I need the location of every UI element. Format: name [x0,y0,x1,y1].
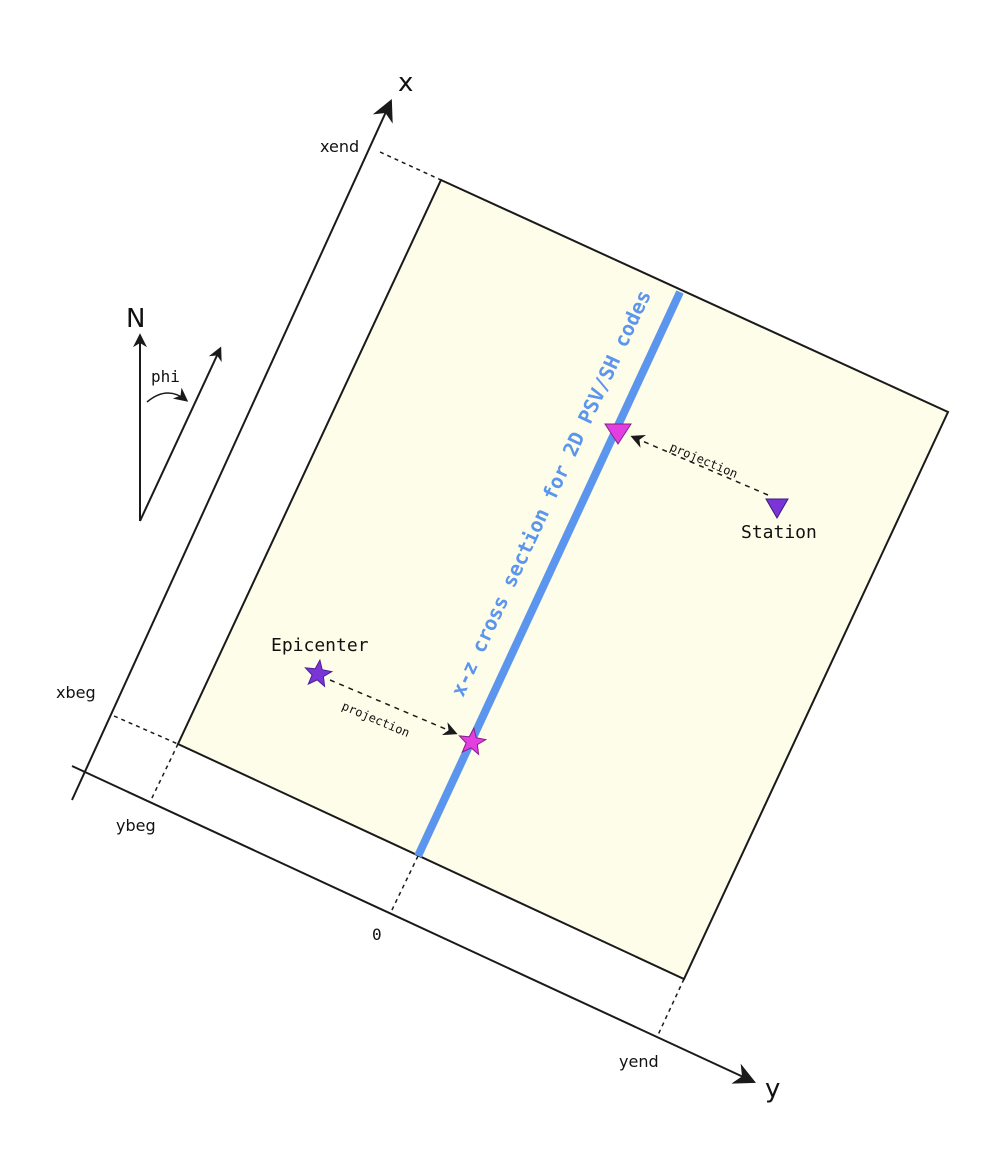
xend-label: xend [320,137,359,156]
station-projection-arrow [630,434,769,496]
phi-angle-arc [146,387,189,403]
station-triangle-icon [765,498,789,519]
yend-label: yend [619,1052,659,1071]
yend-projection-line [656,978,685,1038]
projected-station-triangle-icon [604,423,632,445]
zero-projection-line [389,855,419,915]
y-axis-label: y [765,1074,780,1104]
station-label: Station [741,522,817,543]
xbeg-projection-line [113,715,179,745]
xbeg-label: xbeg [56,683,96,702]
epicenter-projection-arrow [329,679,458,736]
x-axis [71,98,393,801]
x-axis-label: x [398,68,413,98]
phi-label: phi [151,367,180,386]
model-domain [176,178,950,981]
compass: N phi [126,304,222,522]
zero-label: 0 [372,925,382,944]
projected-epicenter-star-icon [458,726,488,756]
epicenter-label: Epicenter [271,635,369,656]
y-axis [71,765,756,1084]
epicenter-star-icon [304,658,334,688]
ybeg-projection-line [149,743,179,803]
phi-direction-arrow [139,346,222,522]
xend-projection-line [379,151,442,181]
ybeg-label: ybeg [116,816,156,835]
cross-section-line [414,290,684,858]
north-label: N [126,304,145,334]
